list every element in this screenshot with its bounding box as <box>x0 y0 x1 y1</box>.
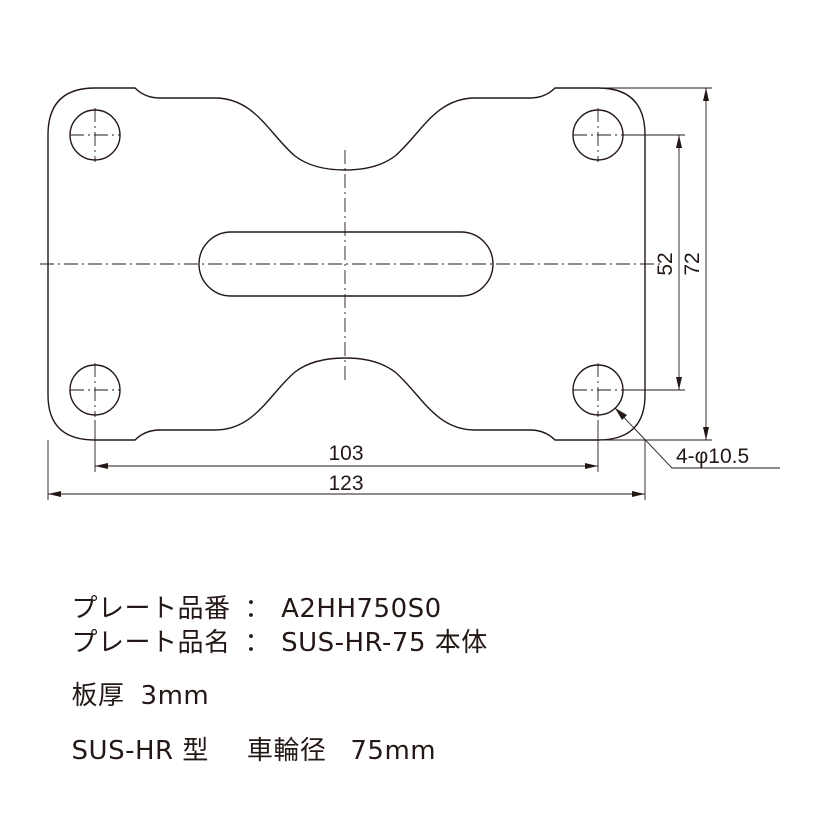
plate-name-label: プレート品名 <box>71 628 231 658</box>
thickness-row: 板厚 3mm <box>54 651 209 711</box>
plate-number-label: プレート品番 <box>71 594 231 624</box>
center-slot <box>198 231 494 297</box>
dim-52-label: 52 <box>654 252 677 275</box>
plate-number-row: プレート品番 ： A2HH750S0 <box>54 564 442 624</box>
plate-name-value: SUS-HR-75 本体 <box>281 628 488 658</box>
plate-technical-drawing: 103 123 52 72 4-φ10.5 <box>40 87 780 500</box>
plate-name-separator: ： <box>244 628 272 658</box>
wheel-label: 車輪径 <box>246 736 327 766</box>
thickness-label: 板厚 <box>71 681 125 711</box>
type-label: SUS-HR 型 <box>71 736 209 766</box>
plate-name-row: プレート品名 ： SUS-HR-75 本体 <box>54 598 488 658</box>
dim-72-label: 72 <box>681 252 704 275</box>
plate-number-separator: ： <box>244 594 272 624</box>
dim-holes-label: 4-φ10.5 <box>676 445 749 468</box>
type-row: SUS-HR 型 車輪径 75mm <box>54 706 436 766</box>
dim-103-label: 103 <box>328 442 363 465</box>
dim-123-label: 123 <box>328 472 363 495</box>
plate-number-value: A2HH750S0 <box>281 594 442 624</box>
hole-leader <box>614 407 780 469</box>
wheel-value: 75mm <box>350 736 437 766</box>
thickness-value: 3mm <box>140 681 210 711</box>
